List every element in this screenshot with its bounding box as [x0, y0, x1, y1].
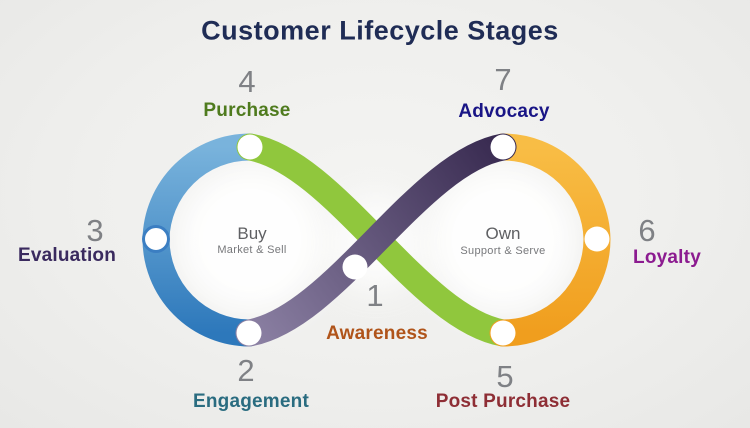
- stage-number-awareness: 1: [366, 278, 384, 313]
- right-loop-label: Own: [485, 224, 521, 243]
- stage-label-engagement: Engagement: [192, 391, 310, 412]
- ribbon-purple-advocacy-to-engagement: [235, 133, 517, 347]
- node-engagement: [236, 320, 262, 346]
- stage-number-loyalty: 6: [638, 213, 656, 248]
- stage-number-purchase: 4: [238, 64, 256, 99]
- stage-label-advocacy: Advocacy: [458, 101, 550, 122]
- stage-number-post-purchase: 5: [496, 359, 514, 394]
- stage-label-awareness: Awareness: [326, 323, 428, 344]
- node-evaluation: [142, 225, 170, 253]
- left-loop-sublabel: Market & Sell: [217, 244, 287, 256]
- stage-label-evaluation: Evaluation: [17, 245, 117, 266]
- left-loop-glow: [176, 166, 324, 314]
- node-loyalty: [584, 226, 610, 252]
- stage-number-evaluation: 3: [86, 213, 104, 248]
- stage-label-loyalty: Loyalty: [633, 247, 701, 268]
- stage-number-advocacy: 7: [494, 62, 512, 97]
- left-loop-label: Buy: [237, 224, 267, 243]
- node-awareness: [342, 254, 368, 280]
- node-advocacy: [490, 134, 516, 160]
- stage-label-purchase: Purchase: [203, 100, 291, 121]
- stage-label-post-purchase: Post Purchase: [435, 391, 571, 412]
- right-loop-glow: [429, 166, 577, 314]
- node-post-purchase: [490, 320, 516, 346]
- page-title: Customer Lifecycle Stages: [201, 15, 559, 46]
- right-loop-sublabel: Support & Serve: [460, 245, 546, 257]
- node-purchase: [237, 134, 263, 160]
- stage-number-engagement: 2: [237, 353, 255, 388]
